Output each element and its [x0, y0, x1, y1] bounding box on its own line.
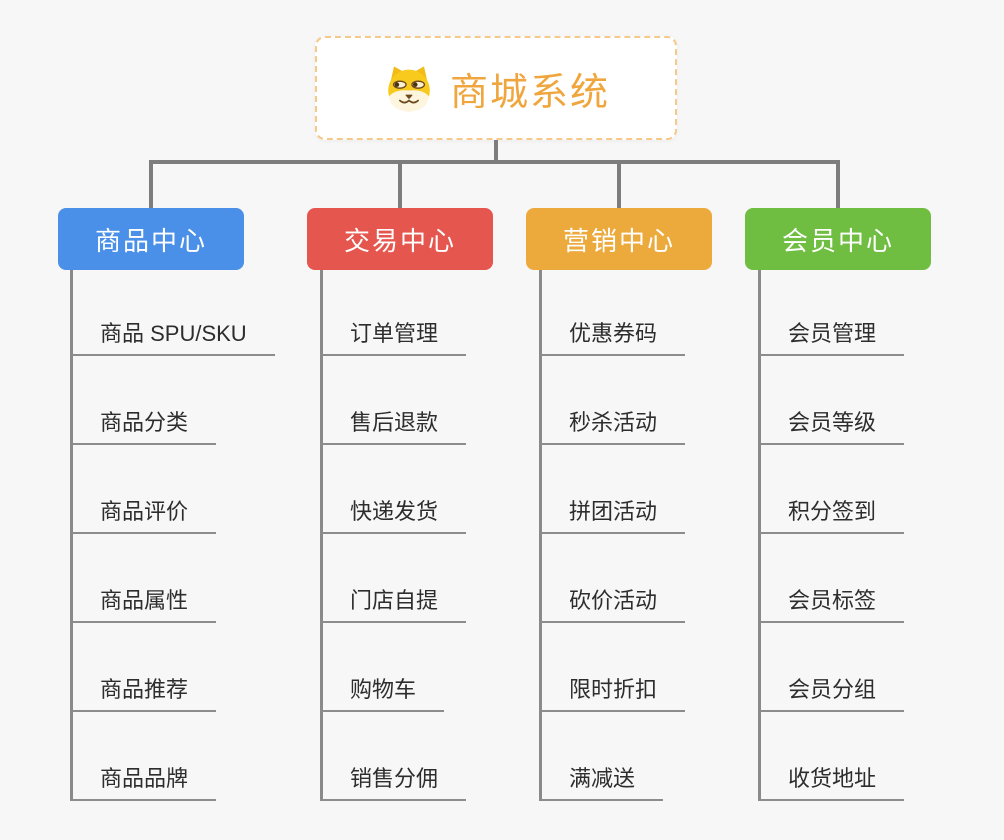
leaf-node[interactable]: 秒杀活动 — [539, 410, 686, 445]
leaf-node[interactable]: 砍价活动 — [539, 588, 686, 623]
leaf-node[interactable]: 商品分类 — [70, 410, 217, 445]
leaf-node[interactable]: 收货地址 — [758, 766, 905, 801]
leaf-node[interactable]: 会员管理 — [758, 321, 905, 356]
connector-drop — [149, 162, 153, 208]
connector-column-spine — [758, 270, 761, 801]
connector-column-spine — [539, 270, 542, 801]
leaf-node[interactable]: 门店自提 — [320, 588, 467, 623]
leaf-node[interactable]: 会员等级 — [758, 410, 905, 445]
leaf-node[interactable]: 限时折扣 — [539, 677, 686, 712]
connector-trunk — [149, 160, 840, 164]
connector-drop — [836, 162, 840, 208]
branch-node-marketing[interactable]: 营销中心 — [526, 208, 712, 270]
mindmap-root-node[interactable]: 商城系统 — [315, 36, 677, 140]
root-title: 商城系统 — [449, 71, 610, 114]
leaf-node[interactable]: 商品品牌 — [70, 766, 217, 801]
connector-drop — [398, 162, 402, 208]
connector-drop — [617, 162, 621, 208]
leaf-node[interactable]: 优惠券码 — [539, 321, 686, 356]
leaf-node[interactable]: 会员标签 — [758, 588, 905, 623]
leaf-node[interactable]: 会员分组 — [758, 677, 905, 712]
branch-node-trade[interactable]: 交易中心 — [307, 208, 493, 270]
leaf-node[interactable]: 积分签到 — [758, 499, 905, 534]
leaf-node[interactable]: 购物车 — [320, 677, 445, 712]
leaf-node[interactable]: 商品推荐 — [70, 677, 217, 712]
connector-column-spine — [320, 270, 323, 801]
connector-root-stem — [494, 140, 498, 164]
connector-column-spine — [70, 270, 73, 801]
leaf-node[interactable]: 拼团活动 — [539, 499, 686, 534]
leaf-node[interactable]: 商品评价 — [70, 499, 217, 534]
leaf-node[interactable]: 满减送 — [539, 766, 664, 801]
dog-icon — [382, 63, 436, 113]
leaf-node[interactable]: 快递发货 — [320, 499, 467, 534]
leaf-node[interactable]: 商品属性 — [70, 588, 217, 623]
leaf-node[interactable]: 商品 SPU/SKU — [70, 321, 275, 356]
leaf-node[interactable]: 售后退款 — [320, 410, 467, 445]
branch-node-members[interactable]: 会员中心 — [745, 208, 931, 270]
branch-node-products[interactable]: 商品中心 — [58, 208, 244, 270]
leaf-node[interactable]: 订单管理 — [320, 321, 467, 356]
leaf-node[interactable]: 销售分佣 — [320, 766, 467, 801]
